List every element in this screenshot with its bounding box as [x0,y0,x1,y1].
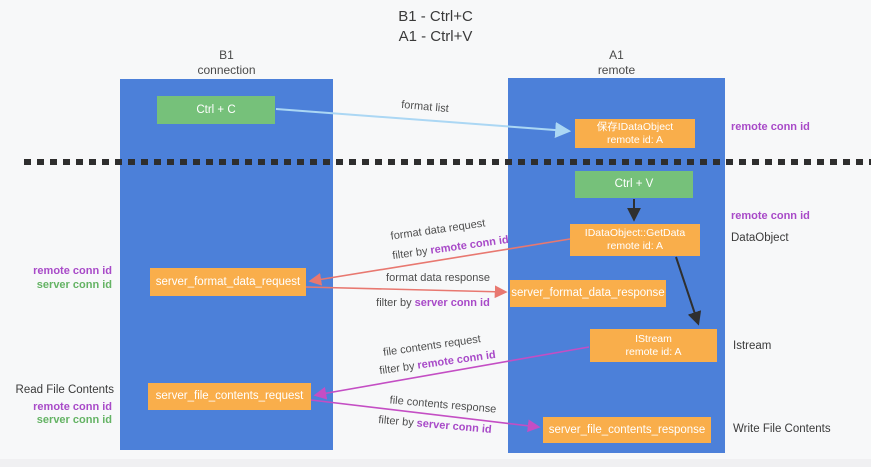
remote-conn-id-text: remote conn id [429,233,510,257]
node-server-file-contents-response: server_file_contents_response [543,417,711,443]
node-ctrl-v: Ctrl + V [575,171,693,198]
label-remote-conn-id-mid-right: remote conn id [731,210,810,222]
edge-label-format-data-response: format data response [386,272,490,284]
edge-label-file-contents-response: file contents response [389,394,497,416]
title-line-1: B1 - Ctrl+C [398,8,473,25]
node-server-format-data-response: server_format_data_response [510,280,666,307]
filter-by-text: filter by [376,297,412,309]
server-conn-id-text: server conn id [416,417,493,436]
node-ctrl-v-label: Ctrl + V [614,178,654,190]
label-write-file-contents: Write File Contents [733,423,831,435]
node-istream-line2: remote id: A [625,345,682,358]
label-dataobject: DataObject [731,232,789,244]
edge-label-format-list: format list [400,98,450,116]
diagram-title: B1 - Ctrl+C A1 - Ctrl+V [0,7,871,47]
label-server-conn-id-left-1: server conn id [36,279,112,291]
node-server-format-data-request: server_format_data_request [150,268,306,296]
filter-by-text: filter by [378,360,416,378]
node-server-format-data-response-label: server_format_data_response [511,287,665,299]
label-server-conn-id-left-2: server conn id [36,414,112,426]
lane-b1-role: connection [197,63,256,77]
node-getdata-line2: remote id: A [606,240,664,252]
node-server-file-contents-request-label: server_file_contents_request [155,390,304,402]
arrow-format-data-response [305,285,508,299]
node-getdata-line1: IDataObject::GetData [584,227,686,239]
node-save-idataobject-line1: 保存IDataObject [596,120,674,133]
server-conn-id-text: server conn id [414,297,490,309]
node-istream-line1: IStream [635,332,672,345]
filter-by-text: filter by [391,245,429,263]
node-idataobject-getdata: IDataObject::GetData remote id: A [570,224,700,256]
title-line-2: A1 - Ctrl+V [398,28,473,45]
node-server-file-contents-response-label: server_file_contents_response [548,423,706,436]
copy-paste-separator-dashed-line [24,159,871,165]
label-read-file-contents: Read File Contents [15,384,114,396]
lane-a1-role: remote [597,63,636,77]
label-istream: Istream [733,340,772,352]
node-istream: IStream remote id: A [590,329,717,362]
node-ctrl-c-label: Ctrl + C [196,103,236,116]
lane-a1-name: A1 [609,48,624,62]
label-remote-conn-id-left-1: remote conn id [33,265,112,277]
node-save-idataobject-line2: remote id: A [606,133,664,146]
lane-b1-name: B1 [219,48,234,62]
node-ctrl-c: Ctrl + C [157,96,275,124]
lane-header-a1: A1 remote [508,48,725,78]
node-save-idataobject: 保存IDataObject remote id: A [575,119,695,148]
bottom-strip [0,459,871,467]
label-remote-conn-id-left-2: remote conn id [33,401,112,413]
filter-by-text: filter by [377,414,415,430]
node-server-file-contents-request: server_file_contents_request [148,383,311,410]
node-server-format-data-request-label: server_format_data_request [155,275,301,288]
label-remote-conn-id-top-right: remote conn id [731,121,810,133]
lane-header-b1: B1 connection [120,48,333,78]
